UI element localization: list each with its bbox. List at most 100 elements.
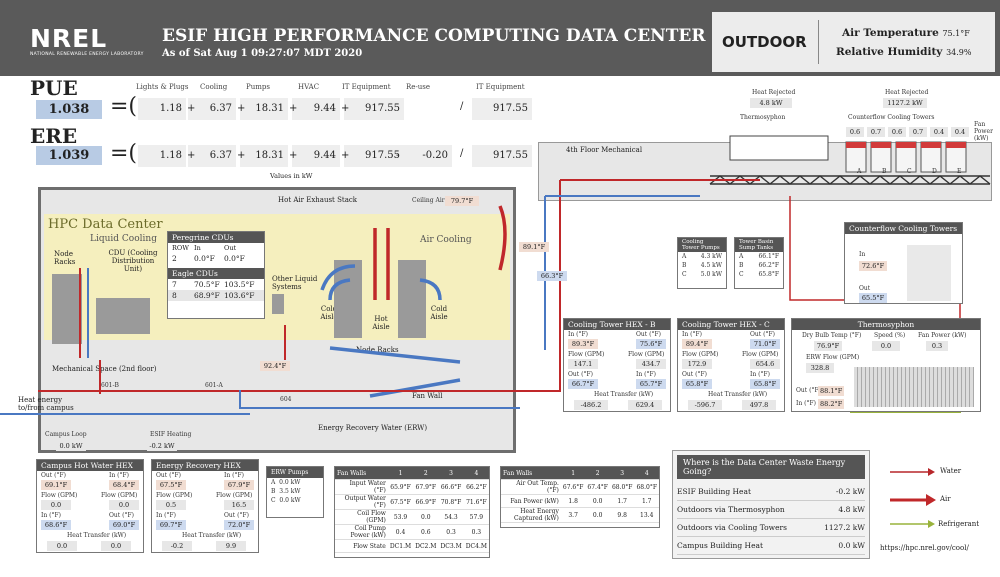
hexb-out-label-2: Out (°F) [568,371,593,378]
kpi-cell: -0.20 [404,145,452,167]
hexc-title: Cooling Tower HEX - C [678,319,784,330]
thermosyphon-unit [729,135,829,161]
erh-d: 16.5 [224,500,254,510]
hot-aisle: Hot Aisle [372,315,390,331]
thermo-out: 88.1°F [818,386,844,396]
hexc-ht-label: Heat Transfer (kW) [708,391,768,398]
rooftop-equipment [709,135,991,185]
table-cell: 66.6°F [438,479,464,495]
table-cell: 53.9 [387,509,414,525]
col-lights: Lights & Plugs [136,83,189,91]
humidity-label: Relative Humidity [836,46,943,58]
table-cell: 1.7 [609,494,635,508]
thermo-out-label: Out (°F) [796,387,821,394]
url-link[interactable]: https://hpc.nrel.gov/cool/ [880,544,969,552]
hexc-in-label-2: In (°F) [750,371,770,378]
liquid-cooling-label: Liquid Cooling [90,234,157,244]
erw-flow-label: ERW Flow (GPM) [806,354,860,361]
sump-title: Tower Basin Sump Tanks [735,238,783,252]
hexb-flow2: 434.7 [636,359,666,369]
erh-c: 0.5 [156,500,186,510]
erh-flow-l: Flow (GPM) [156,492,193,499]
heat-rejected-1: 4.8 kW [750,98,792,108]
col-hvac: HVAC [298,83,320,91]
table-cell: 66.2°F [463,479,489,495]
erw-pumps-panel: ERW Pumps A 0.0 kW B 3.5 kW C 0.0 kW [266,466,324,518]
hexb-ht-label: Heat Transfer (kW) [594,391,654,398]
hexc-flow-label: Flow (GPM) [682,351,719,358]
fan-power-value: 0.4 [930,127,948,137]
erh-f: 72.0°F [224,520,254,530]
dry-bulb: 76.9°F [814,341,842,351]
node-racks-2: Node Racks [356,346,399,354]
outdoor-panel [712,12,995,72]
floor4-label: 4th Floor Mechanical [566,146,643,154]
row-out: 0.0°F [224,254,245,263]
kpi-cell: 1.18 [138,98,186,120]
table-cell: 1.7 [634,494,659,508]
row-out: 103.6°F [224,291,255,300]
plus-sign: + [289,150,298,161]
row-label: Air Out Temp. (°F) [501,479,561,495]
speed: 0.0 [872,341,900,351]
row-label: Coil Flow (GPM) [335,509,388,525]
temp-924: 92.4°F [260,361,290,371]
erw-label: Energy Recovery Water (ERW) [318,424,428,432]
table-cell: 65.9°F [387,479,414,495]
chw-in-l2: In (°F) [41,512,61,519]
row-in: 68.9°F [194,291,220,300]
logo-subtitle: NATIONAL RENEWABLE ENERGY LABORATORY [30,52,144,57]
temp-891: 89.1°F [519,242,549,252]
table-cell: 67.5°F [387,494,414,510]
table-cell: 0.0 [585,494,610,508]
col-head: 3 [609,467,635,480]
chw-flow-l2: Flow (GPM) [101,492,138,499]
peregrine-title: Peregrine CDUs [168,232,264,243]
cold-aisle-1: Cold Aisle [320,305,338,321]
water-pipes [0,179,760,415]
row-label: Fan Power (kW) [501,494,561,508]
tower-caps [846,142,966,148]
erh-flow-l2: Flow (GPM) [216,492,253,499]
hexb-flow-label: Flow (GPM) [568,351,605,358]
table-cell: DC2.M [413,539,439,553]
col-reuse: Re-use [406,83,431,91]
table-cell: 0.4 [387,524,414,540]
timestamp: As of Sat Aug 1 09:27:07 MDT 2020 [162,48,363,59]
heat-rejected-2: 1127.2 kW [883,98,927,108]
tower-a: A [857,168,862,175]
table-cell: 0.0 [413,509,439,525]
tower-pumps-title: Cooling Tower Pumps [678,238,726,252]
ceiling-air-label: Ceiling Air [412,197,445,204]
node-racks-label: Node Racks [54,250,76,266]
campus-loop: 0.0 kW [56,441,86,451]
fan-power-value: 0.6 [846,127,864,137]
cct-out: 65.5°F [859,293,887,303]
erh-ht-l: Heat Transfer (kW) [182,532,242,539]
chw-a: 69.1°F [41,480,71,490]
hexc-out-label-2: Out (°F) [682,371,707,378]
chw-flow-l: Flow (GPM) [41,492,78,499]
cct-title: Counterflow Cooling Towers [845,223,962,234]
row-out: 103.5°F [224,280,255,289]
hexc-in-label: In (°F) [682,331,702,338]
campus-heat-label: Heat energy to/from campus [18,396,74,412]
erw-pump-a: A 0.0 kW [271,479,301,486]
outdoor-label: OUTDOOR [722,33,807,51]
erh-out-l2: Out (°F) [224,512,249,519]
legend-air: Air [940,495,951,503]
erw-pump-b: B 3.5 kW [271,488,301,495]
